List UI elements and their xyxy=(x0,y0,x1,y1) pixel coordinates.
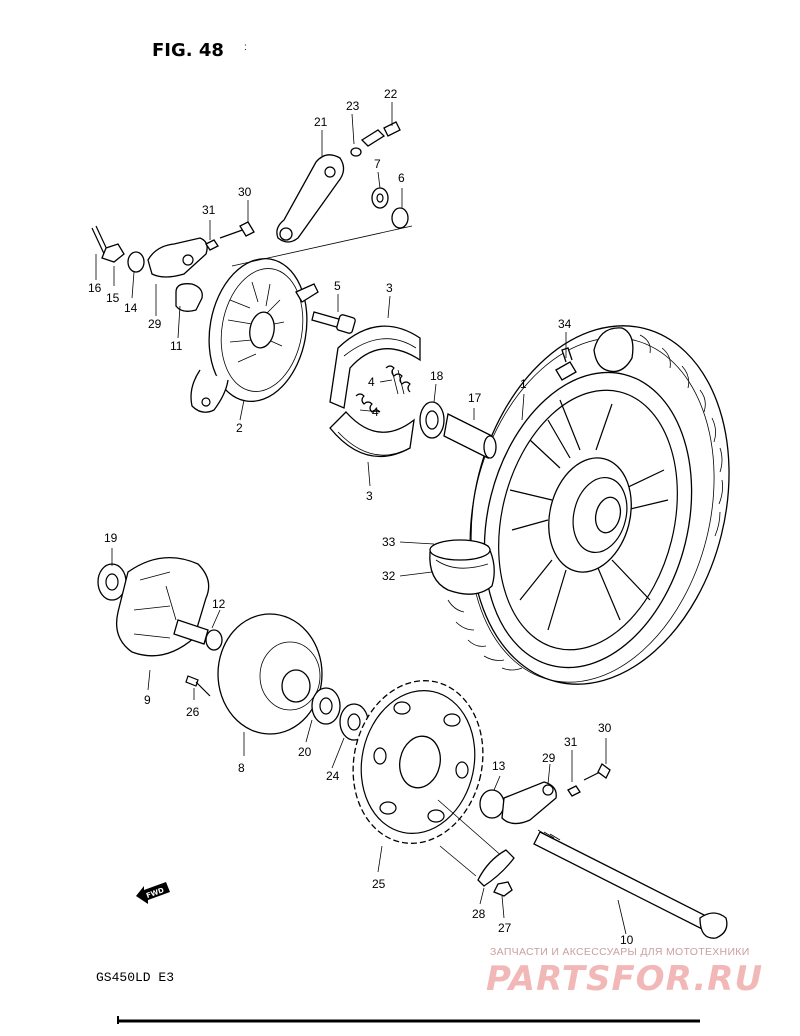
callout-19: 19 xyxy=(104,531,118,545)
callout-11: 11 xyxy=(170,339,183,353)
callout-16: 16 xyxy=(88,281,102,295)
callout-8: 8 xyxy=(238,761,245,775)
figure-title: FIG. 48 xyxy=(152,40,224,61)
callout-24: 24 xyxy=(326,769,340,783)
callout-4-upper: 4 xyxy=(368,375,375,389)
callout-7: 7 xyxy=(374,157,381,171)
watermark-logo-text: PARTSFOR.RU xyxy=(486,959,763,999)
callout-21: 21 xyxy=(314,115,328,129)
left-anchor-hardware xyxy=(91,221,255,312)
brake-cam-shaft xyxy=(311,311,356,334)
callout-4-lower: 4 xyxy=(372,405,379,419)
brake-shoes xyxy=(329,325,421,457)
callout-10: 10 xyxy=(620,933,634,947)
rear-axle xyxy=(439,763,728,939)
bearing-and-spacer xyxy=(419,401,497,459)
callout-14: 14 xyxy=(124,301,138,315)
leader-lines xyxy=(95,102,627,935)
callout-17: 17 xyxy=(468,391,482,405)
callout-labels: 1 2 3 3 4 4 5 6 7 8 9 10 11 12 13 14 15 … xyxy=(88,87,634,947)
callout-29-left: 29 xyxy=(148,317,162,331)
sprocket-carrier xyxy=(185,613,369,741)
callout-28: 28 xyxy=(472,907,486,921)
watermark-caption: ЗАПЧАСТИ И АКСЕССУАРЫ ДЛЯ МОТОТЕХНИКИ xyxy=(490,946,750,958)
callout-12: 12 xyxy=(212,597,226,611)
torque-link xyxy=(231,121,413,267)
callout-6: 6 xyxy=(398,171,405,185)
model-code: GS450LD E3 xyxy=(96,970,174,985)
callout-22: 22 xyxy=(384,87,398,101)
callout-31-right: 31 xyxy=(564,735,578,749)
callout-23: 23 xyxy=(346,99,360,113)
callout-5: 5 xyxy=(334,279,341,293)
callout-20: 20 xyxy=(298,745,312,759)
callout-15: 15 xyxy=(106,291,120,305)
stray-mark: : xyxy=(244,42,247,53)
callout-32: 32 xyxy=(382,569,396,583)
callout-34: 34 xyxy=(558,317,572,331)
brake-panel xyxy=(190,257,319,413)
callout-1: 1 xyxy=(520,377,527,391)
callout-2: 2 xyxy=(236,421,243,435)
callout-18: 18 xyxy=(430,369,444,383)
callout-3-bottom: 3 xyxy=(366,489,373,503)
callout-26: 26 xyxy=(186,705,200,719)
callout-30-left: 30 xyxy=(238,185,252,199)
cush-drive-damper xyxy=(97,557,223,657)
callout-9: 9 xyxy=(144,693,151,707)
fwd-arrow: FWD xyxy=(136,882,170,904)
callout-33: 33 xyxy=(382,535,396,549)
callout-27: 27 xyxy=(498,921,512,935)
rear-wheel-assembly xyxy=(429,325,730,685)
callout-13: 13 xyxy=(492,759,506,773)
callout-25: 25 xyxy=(372,877,386,891)
callout-29-right: 29 xyxy=(542,751,556,765)
callout-31-left: 31 xyxy=(202,203,216,217)
fwd-label: FWD xyxy=(145,886,165,900)
rear-sprocket xyxy=(352,680,505,859)
callout-3-top: 3 xyxy=(386,281,393,295)
callout-30-right: 30 xyxy=(598,721,612,735)
